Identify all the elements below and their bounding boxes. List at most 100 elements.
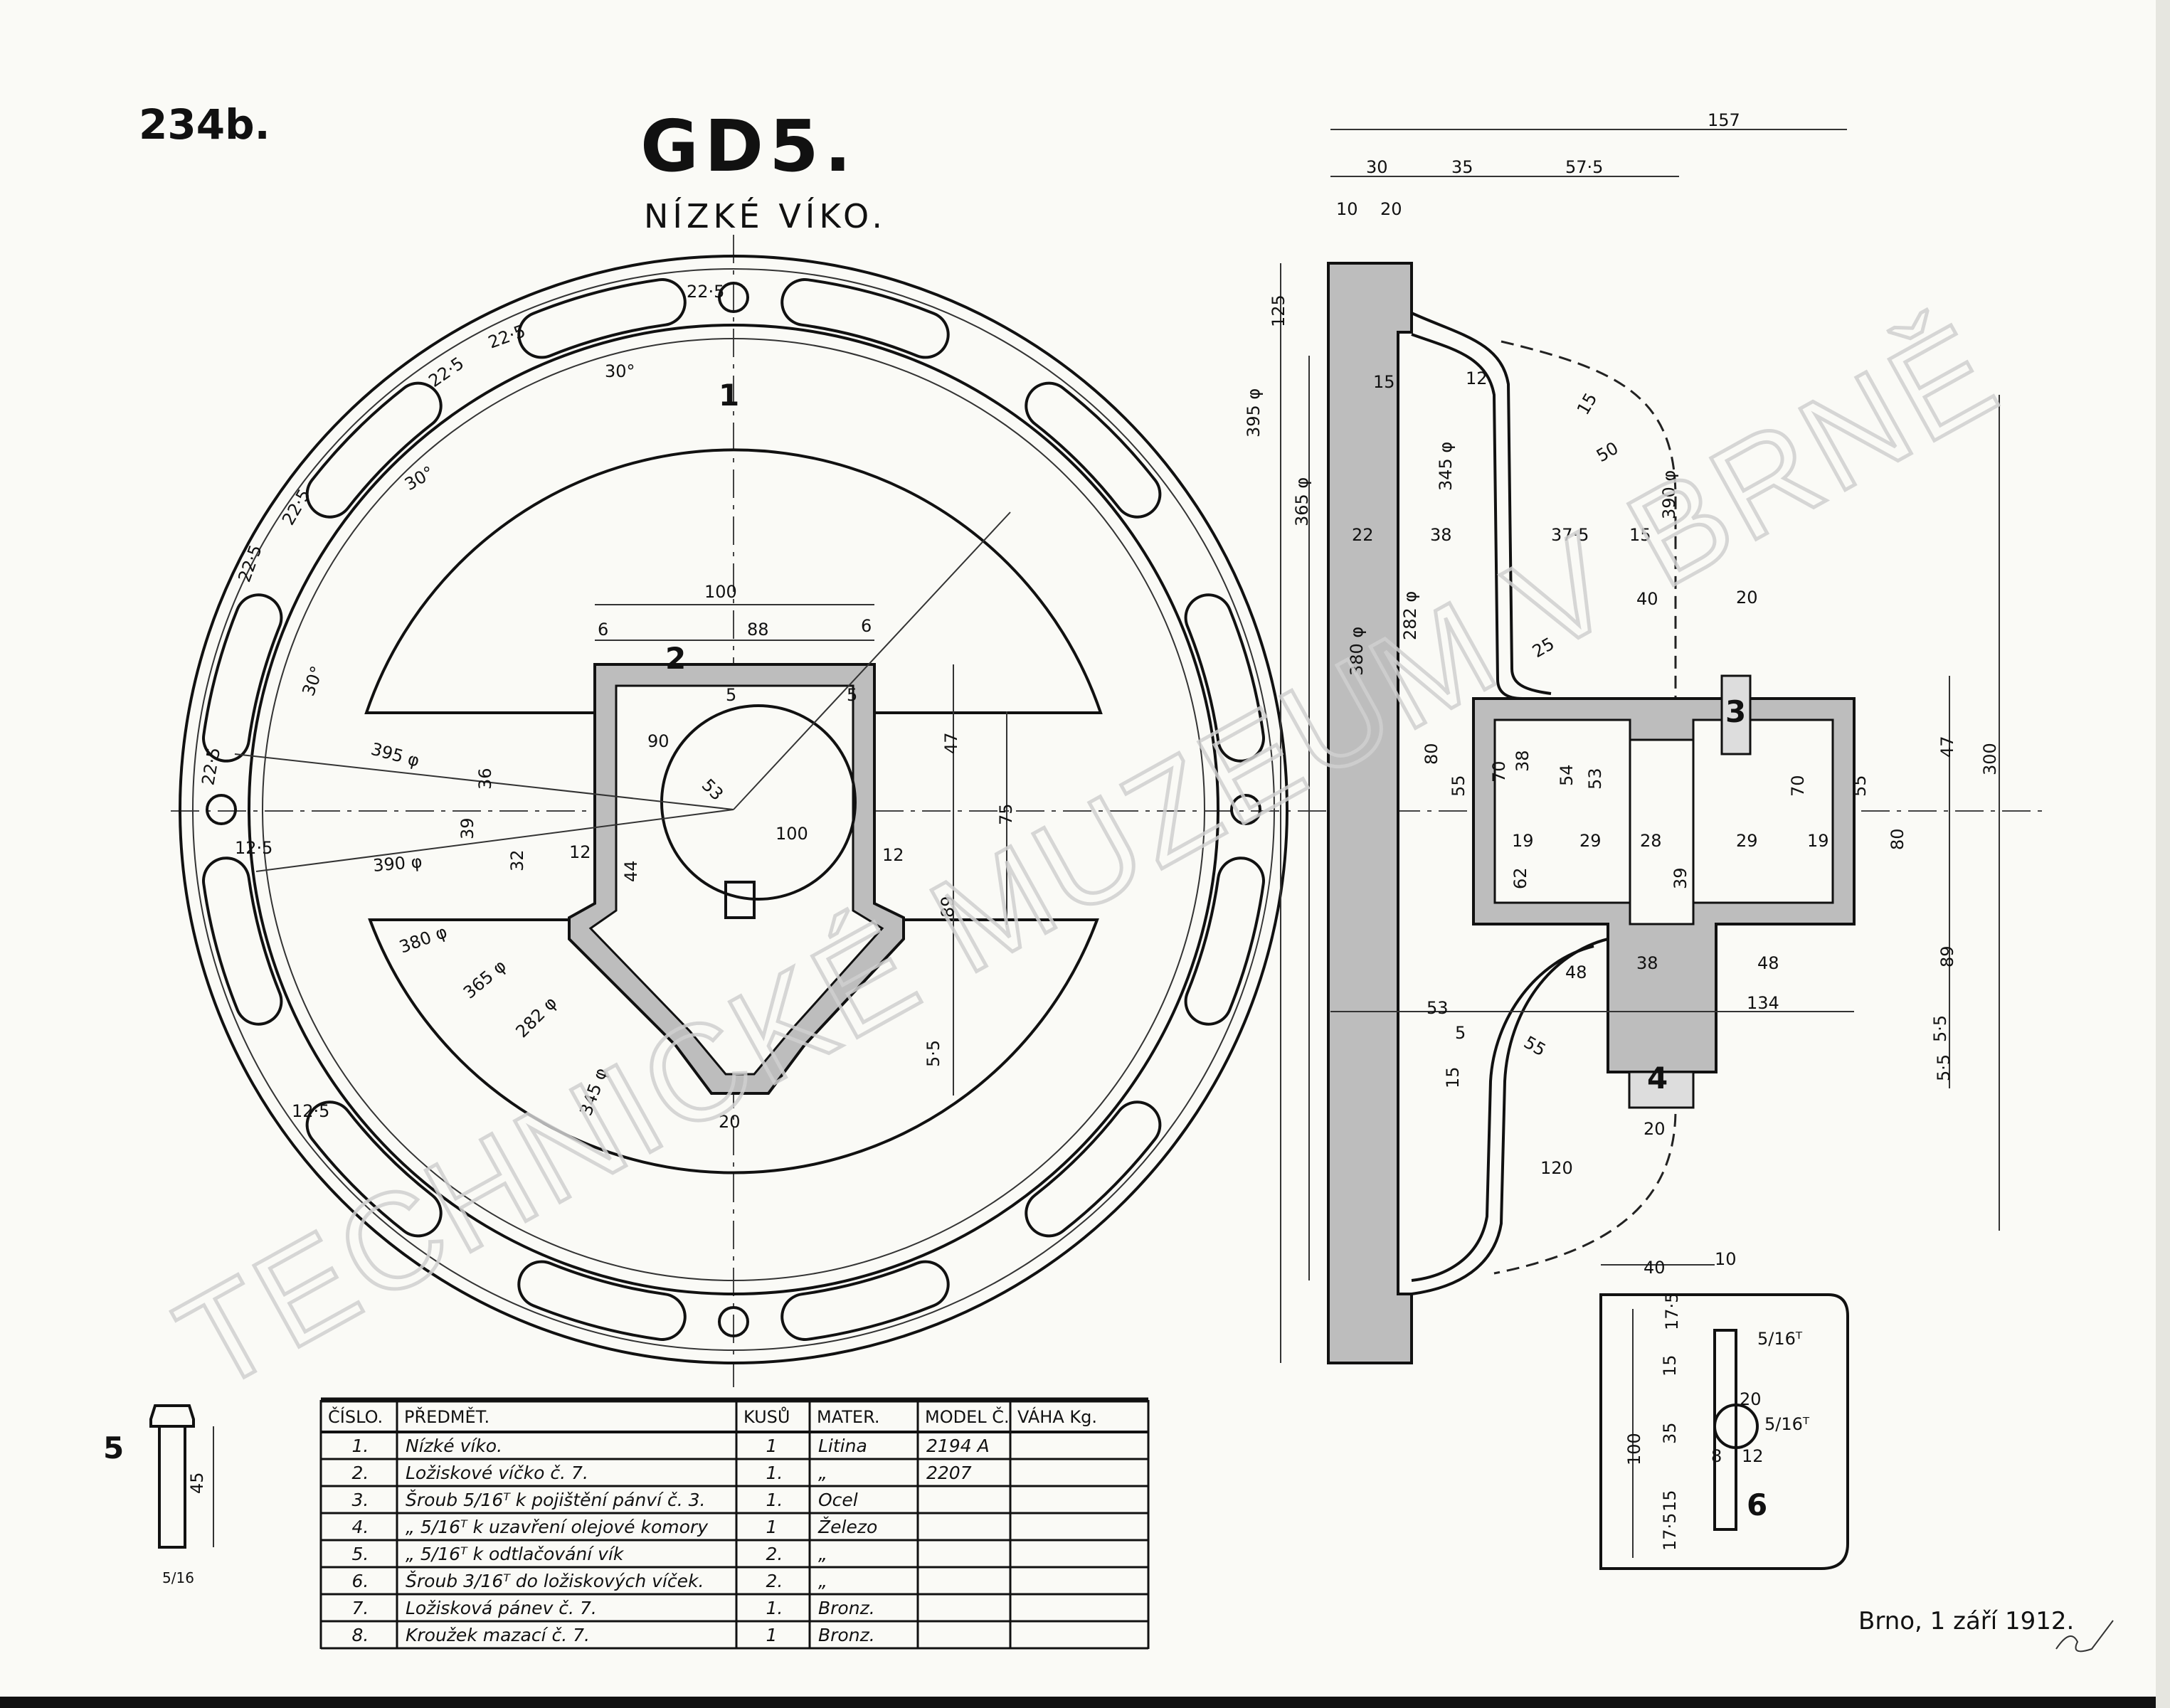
table-cell: „ [818, 1463, 827, 1483]
ventilation-slot [1027, 384, 1159, 516]
photo-edge-right [2156, 0, 2170, 1708]
dimension-label: 20 [719, 1112, 741, 1132]
dimension-label: 380 φ [396, 922, 450, 958]
shaft-bore [1629, 738, 1695, 925]
bolt-hole [718, 1306, 749, 1337]
table-cell: 1 [766, 1436, 778, 1456]
dimension-label: 55 [1850, 775, 1870, 797]
table-cell: Ložisková pánev č. 7. [406, 1598, 597, 1618]
table-cell: Kroužek mazací č. 7. [406, 1625, 590, 1645]
dimension-label: 30° [401, 462, 438, 495]
table-cell: 7. [352, 1598, 369, 1618]
ventilation-slot [1187, 596, 1262, 760]
dimension-label: 47 [941, 732, 961, 754]
dimension-label: 8 [1711, 1446, 1722, 1466]
dimension-label: 28 [1640, 831, 1662, 851]
detail-6-outline [1599, 1293, 1849, 1570]
table-cell: 1. [766, 1490, 783, 1510]
upper-cutout [364, 448, 1103, 714]
dimension-label: 57·5 [1565, 157, 1603, 177]
dimension-label: 70 [1788, 775, 1808, 797]
part-marker-5: 5 [103, 1431, 124, 1465]
dimension-label: 10 [1336, 199, 1358, 219]
dimension-label: 20 [1380, 199, 1402, 219]
dimension-label: 390 φ [372, 852, 423, 876]
table-cell: 4. [352, 1517, 369, 1537]
dimension-label: 55 [1449, 775, 1468, 797]
table-cell: 2207 [926, 1463, 972, 1483]
dimension-label: 5 [1455, 1023, 1466, 1043]
inner-rim-circle [248, 324, 1219, 1295]
dimension-label: 48 [1757, 953, 1779, 973]
table-cell: Ložiskové víčko č. 7. [406, 1463, 588, 1483]
bolt-hole [718, 282, 749, 313]
ventilation-slot [205, 596, 280, 760]
lower-cutout [368, 918, 1099, 1174]
dimension-label: 55 [1520, 1032, 1549, 1061]
dimension-label: 38 [1513, 750, 1533, 772]
oil-plug [724, 881, 756, 919]
table-cell: 1. [352, 1436, 369, 1456]
radius-line [234, 753, 734, 810]
table-header-cell: KUSŮ [743, 1406, 790, 1427]
dimension-label: 12 [882, 845, 904, 865]
dimension-label: 5·5 [1934, 1054, 1954, 1081]
dimension-label: 36 [475, 768, 495, 790]
dimension-label: 12·5 [235, 838, 272, 858]
dimension-label: 39 [1671, 867, 1690, 889]
dimension-label: 20 [1740, 1389, 1762, 1409]
detail-6-view: 6 [1599, 1264, 1849, 1570]
dimension-label: 365 φ [1292, 477, 1312, 526]
detail-6-screw [1713, 1329, 1737, 1531]
dimension-label: 22·5 [425, 353, 467, 391]
dimension-label: 5·5 [1930, 1015, 1950, 1042]
dimension-label: 15 [1660, 1354, 1680, 1377]
dimension-label: 100 [1624, 1433, 1644, 1465]
rib-circle [262, 338, 1205, 1281]
dimension-label: 38 [1636, 953, 1658, 973]
dimension-label: 157 [1708, 110, 1740, 130]
place-date: Brno, 1 září 1912. [1858, 1607, 2074, 1635]
dimension-label: 22·5 [198, 746, 224, 787]
shell-upper-inner [1411, 312, 1552, 695]
table-cell: „ 5/16ᵀ k uzavření olejové komory [406, 1517, 709, 1537]
dimension-label: 6 [598, 620, 608, 640]
dimension-label: 10 [1715, 1249, 1737, 1269]
hub-circle [660, 704, 857, 901]
table-header-cell: MODEL Č. [925, 1406, 1010, 1427]
dimension-label: 5 [847, 685, 857, 705]
bolt-hole [1230, 794, 1261, 825]
dimension-label: 15 [1660, 1490, 1680, 1512]
hidden-outline [1493, 340, 1677, 1275]
outer-rim-circle [179, 255, 1288, 1364]
table-cell: 1 [766, 1517, 778, 1537]
dimension-label: 5/16ᵀ [1764, 1414, 1810, 1434]
dimension-label: 395 φ [1244, 388, 1264, 437]
table-cell: 2. [352, 1463, 369, 1483]
table-header-cell: ČÍSLO. [328, 1406, 383, 1427]
dimension-label: 40 [1636, 589, 1658, 609]
dimension-label: 300 [1980, 743, 2000, 775]
ventilation-slot [783, 1263, 947, 1338]
ventilation-slot [520, 1263, 684, 1338]
table-cell: „ [818, 1544, 827, 1564]
dimension-label: 44 [621, 860, 641, 882]
dimension-label: 40 [1644, 1258, 1666, 1278]
dimension-label: 345 φ [1436, 442, 1456, 491]
dimension-label: 53 [1585, 768, 1605, 790]
dimension-label: 365 φ [460, 956, 510, 1003]
oil-chamber-right [1692, 718, 1834, 904]
dimension-label: 22 [1352, 525, 1374, 545]
bolt-hole [206, 794, 237, 825]
dimension-label: 47 [1937, 736, 1957, 758]
dimension-label: 50 [1593, 438, 1621, 467]
table-header-cell: PŘEDMĚT. [404, 1406, 489, 1427]
ventilation-slot [308, 1103, 440, 1235]
dimension-label: 30° [605, 361, 635, 381]
table-cell: Šroub 3/16ᵀ do ložiskových víček. [406, 1570, 704, 1591]
dimension-label: 35 [1451, 157, 1473, 177]
part-marker-6: 6 [1747, 1487, 1767, 1522]
dimension-label: 100 [776, 824, 808, 844]
